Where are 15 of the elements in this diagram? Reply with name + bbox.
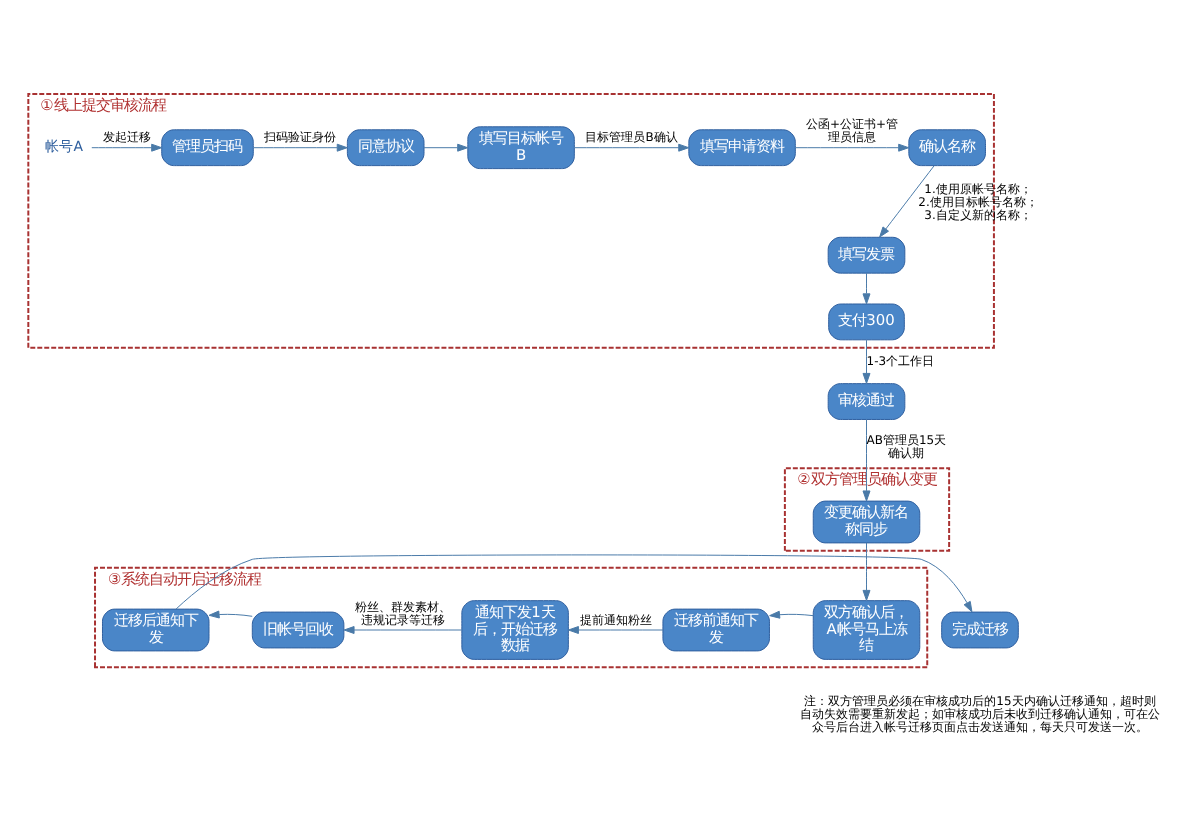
arrow xyxy=(769,609,814,618)
arrow xyxy=(91,142,163,151)
arrow xyxy=(794,142,910,151)
arrow xyxy=(862,271,871,304)
arrow xyxy=(567,625,664,633)
arrow xyxy=(252,142,348,151)
arrow xyxy=(208,609,253,618)
arrow xyxy=(862,338,871,383)
arrow xyxy=(862,418,871,501)
arrow xyxy=(423,142,469,151)
arrow xyxy=(862,541,871,600)
arrow xyxy=(175,553,973,612)
arrow xyxy=(574,142,690,151)
arrow xyxy=(343,625,462,633)
arrow xyxy=(879,164,935,237)
